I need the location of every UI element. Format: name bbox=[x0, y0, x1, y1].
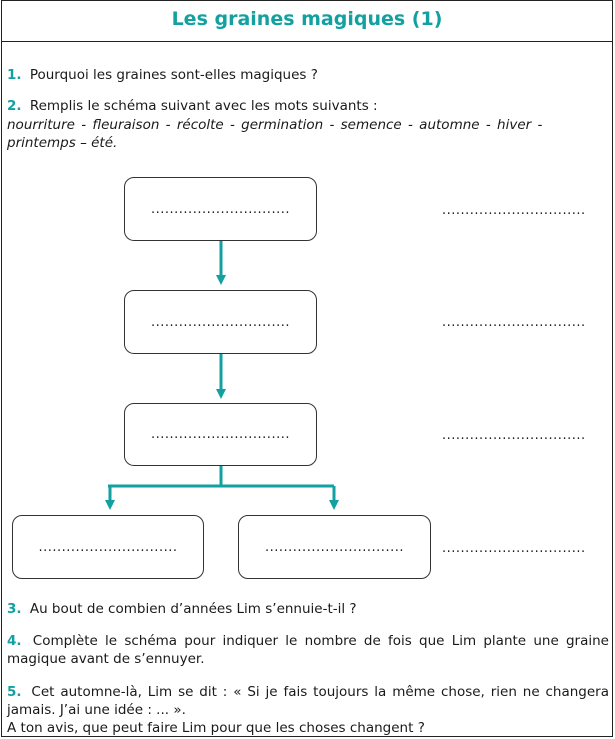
question-4-text: Complète le schéma pour indiquer le nomb… bbox=[7, 633, 609, 667]
question-5-line-2: A ton avis, que peut faire Lim pour que … bbox=[7, 720, 425, 736]
box-4-dots: .............................. bbox=[38, 539, 178, 555]
diagram-box-4: .............................. bbox=[12, 515, 204, 579]
question-3: 3. Au bout de combien d’années Lim s’enn… bbox=[7, 600, 609, 618]
question-2-number: 2. bbox=[7, 98, 22, 114]
box-2-dots: .............................. bbox=[151, 314, 290, 330]
question-3-number: 3. bbox=[7, 601, 22, 617]
page-title: Les graines magiques (1) bbox=[171, 8, 443, 30]
side-dots-1: ............................... bbox=[442, 203, 586, 218]
question-1: 1. Pourquoi les graines sont-elles magiq… bbox=[7, 66, 609, 84]
word-list-line-2: printemps – été. bbox=[7, 135, 118, 151]
diagram-box-5: .............................. bbox=[238, 515, 431, 579]
title-bar: Les graines magiques (1) bbox=[1, 0, 613, 42]
question-1-number: 1. bbox=[7, 67, 22, 83]
question-2: 2. Remplis le schéma suivant avec les mo… bbox=[7, 97, 609, 115]
question-1-text: Pourquoi les graines sont-elles magiques… bbox=[29, 67, 318, 83]
question-5: 5. Cet automne-là, Lim se dit : « Si je … bbox=[7, 683, 609, 719]
question-2-text: Remplis le schéma suivant avec les mots … bbox=[29, 98, 378, 114]
box-1-dots: .............................. bbox=[151, 201, 290, 217]
diagram-box-1: .............................. bbox=[124, 177, 317, 241]
box-5-dots: .............................. bbox=[265, 539, 404, 555]
box-3-dots: .............................. bbox=[151, 427, 290, 442]
side-dots-2: ............................... bbox=[442, 315, 586, 330]
diagram-box-3: .............................. bbox=[124, 403, 317, 466]
question-4-number: 4. bbox=[7, 633, 22, 649]
question-5-text: Cet automne-là, Lim se dit : « Si je fai… bbox=[7, 684, 610, 718]
side-dots-3: ............................... bbox=[442, 428, 586, 443]
question-3-text: Au bout de combien d’années Lim s’ennuie… bbox=[29, 601, 357, 617]
word-list-line-1: nourriture - fleuraison - récolte - germ… bbox=[7, 117, 543, 133]
diagram-box-2: .............................. bbox=[124, 290, 317, 354]
question-5-number: 5. bbox=[7, 684, 22, 700]
question-4: 4. Complète le schéma pour indiquer le n… bbox=[7, 632, 609, 668]
side-dots-4: ............................... bbox=[442, 541, 586, 556]
